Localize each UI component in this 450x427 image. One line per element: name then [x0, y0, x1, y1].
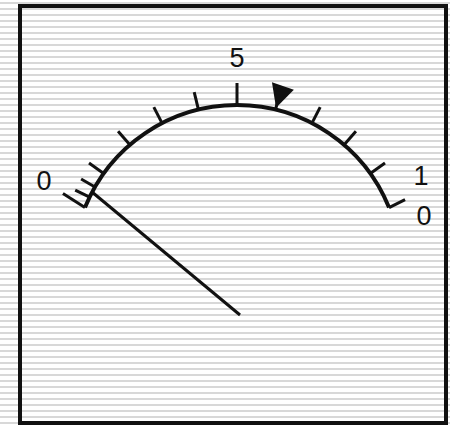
- tick-mark: [236, 83, 239, 105]
- tick-mark: [75, 190, 89, 197]
- scale-number: 1: [413, 163, 428, 190]
- scale-number: 0: [36, 168, 51, 195]
- tick-mark: [312, 107, 320, 123]
- tick-mark: [63, 194, 85, 208]
- tick-mark: [81, 179, 95, 187]
- meter-frame: [20, 6, 446, 423]
- tick-mark: [89, 163, 104, 173]
- tick-mark: [118, 131, 130, 145]
- dial-ticks: [63, 83, 405, 208]
- scale-number: 5: [229, 45, 244, 72]
- dial-arc: [85, 105, 389, 208]
- tick-mark: [344, 131, 356, 145]
- pointer-marker: [272, 82, 294, 107]
- tick-mark: [194, 92, 198, 109]
- tick-mark: [389, 200, 405, 208]
- tick-mark: [370, 163, 385, 173]
- needle: [92, 192, 240, 315]
- scale-number: 0: [416, 203, 431, 230]
- tick-mark: [154, 107, 162, 123]
